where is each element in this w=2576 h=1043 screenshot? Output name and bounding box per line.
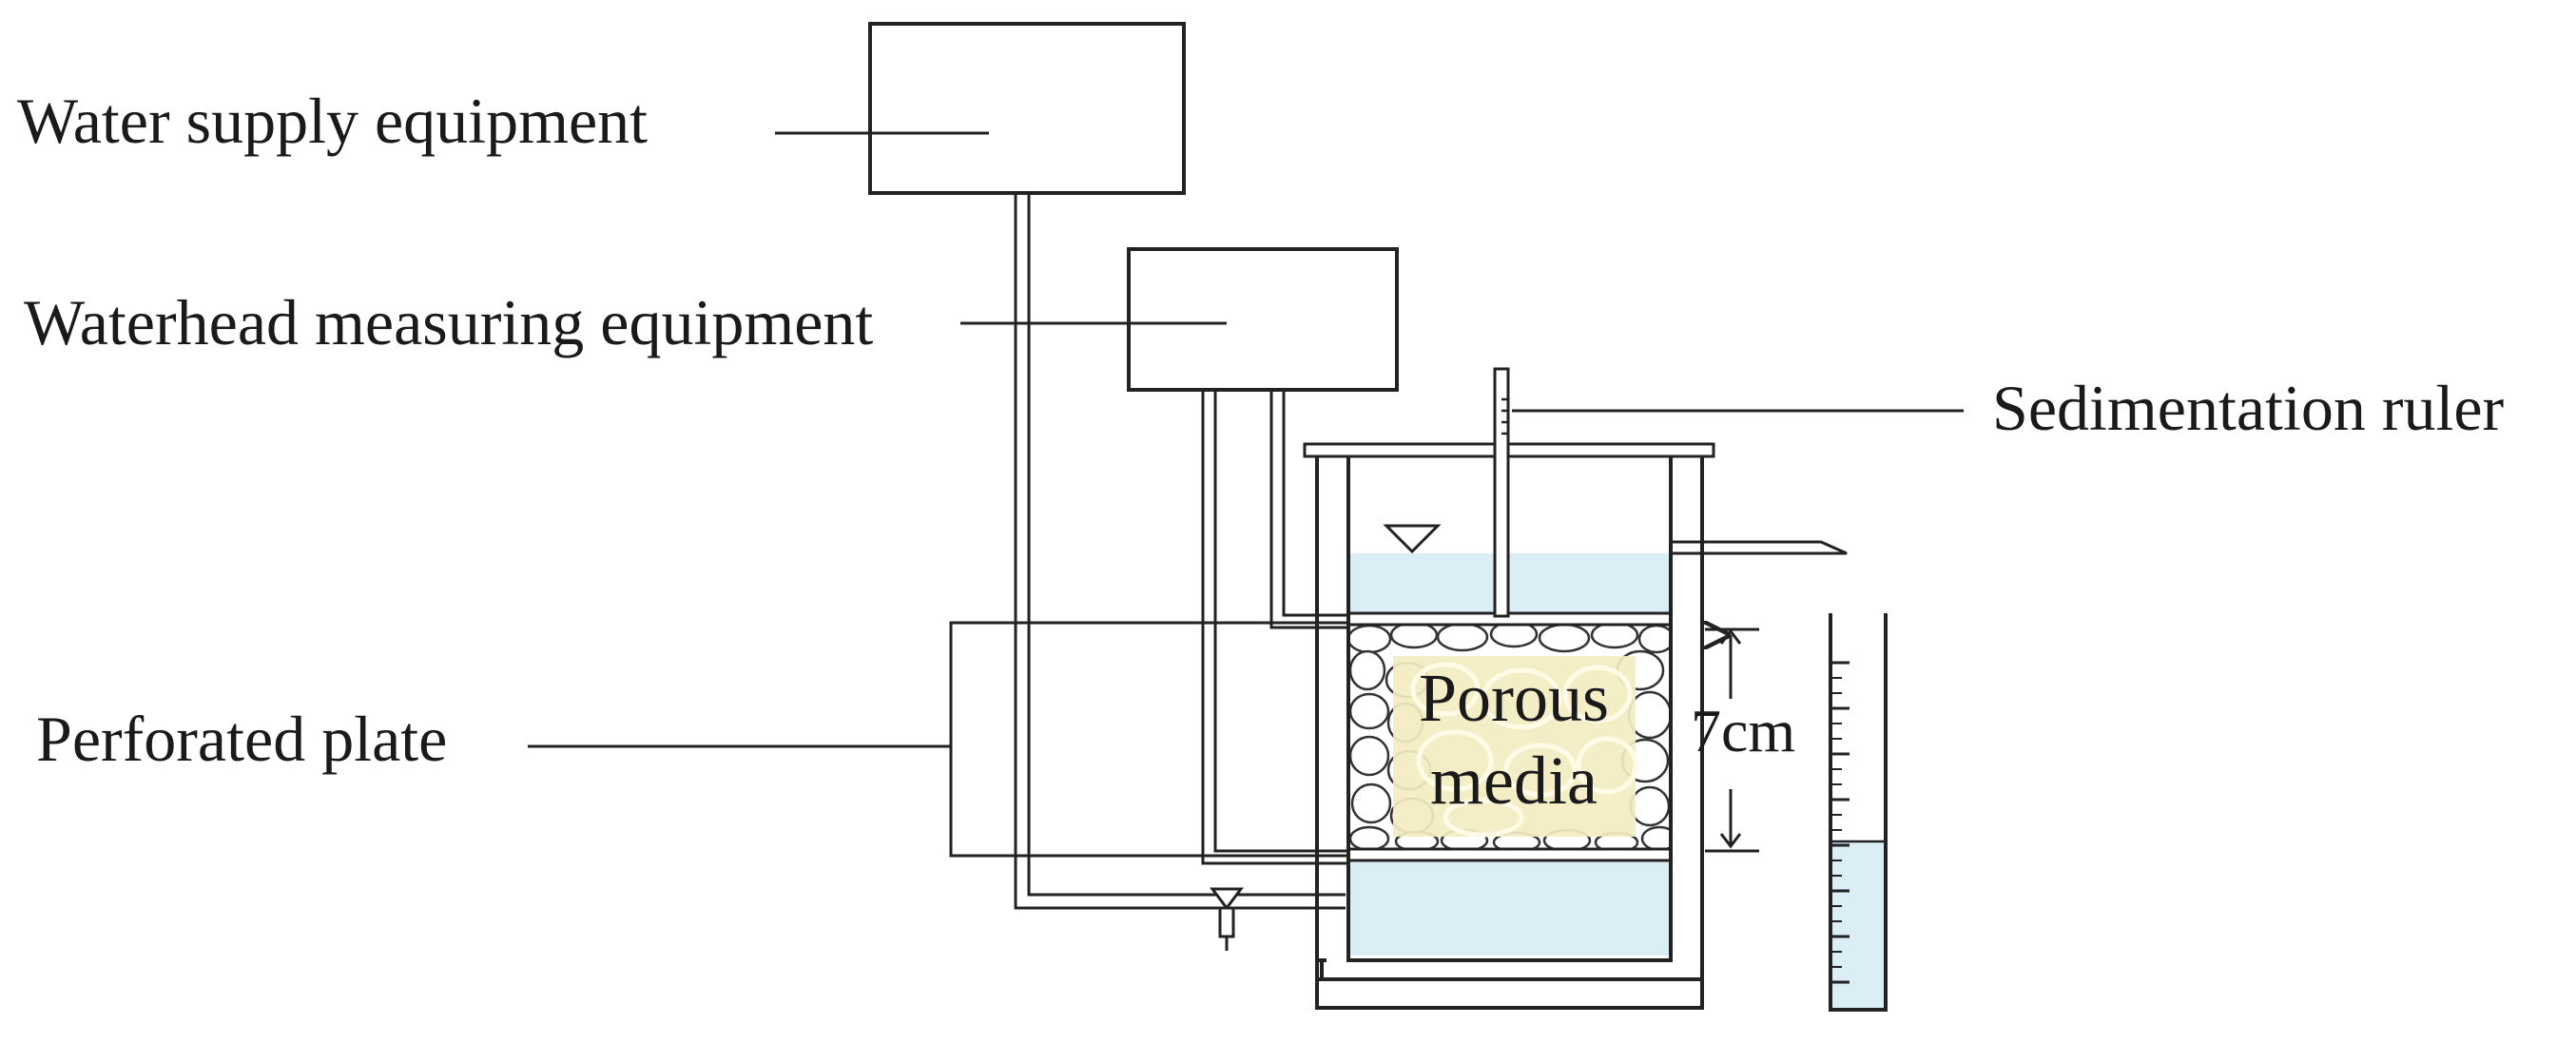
perforated-plate-bracket [949, 621, 1348, 858]
height-dimension [1705, 629, 1759, 853]
waterhead-box [1127, 247, 1399, 392]
perforated-plate-bottom [1346, 847, 1673, 862]
supply-pipe [1014, 193, 1346, 910]
lower-water [1350, 860, 1669, 956]
perforated-label: Perforated plate [36, 703, 447, 775]
valve-icon [1210, 887, 1244, 951]
chamber-base-outline [1315, 960, 1704, 1010]
sedimentation-ruler [1493, 367, 1510, 618]
porous-media [1350, 623, 1669, 851]
sedimentation-label: Sedimentation ruler [1992, 372, 2505, 444]
porous-media-label-1: Porous [1419, 660, 1609, 736]
overflow-outlet [1671, 540, 1848, 555]
water-level-icon [1383, 524, 1442, 554]
graduated-cylinder [1829, 613, 1888, 1012]
waterhead-tube-lower [1201, 390, 1348, 865]
waterhead-label: Waterhead measuring equipment [24, 286, 873, 358]
porous-media-label-2: media [1430, 743, 1598, 819]
waterhead-tube-upper [1269, 390, 1348, 629]
height-label: 7cm [1691, 697, 1795, 764]
water-supply-tank [868, 22, 1186, 195]
water-supply-label: Water supply equipment [17, 85, 648, 157]
